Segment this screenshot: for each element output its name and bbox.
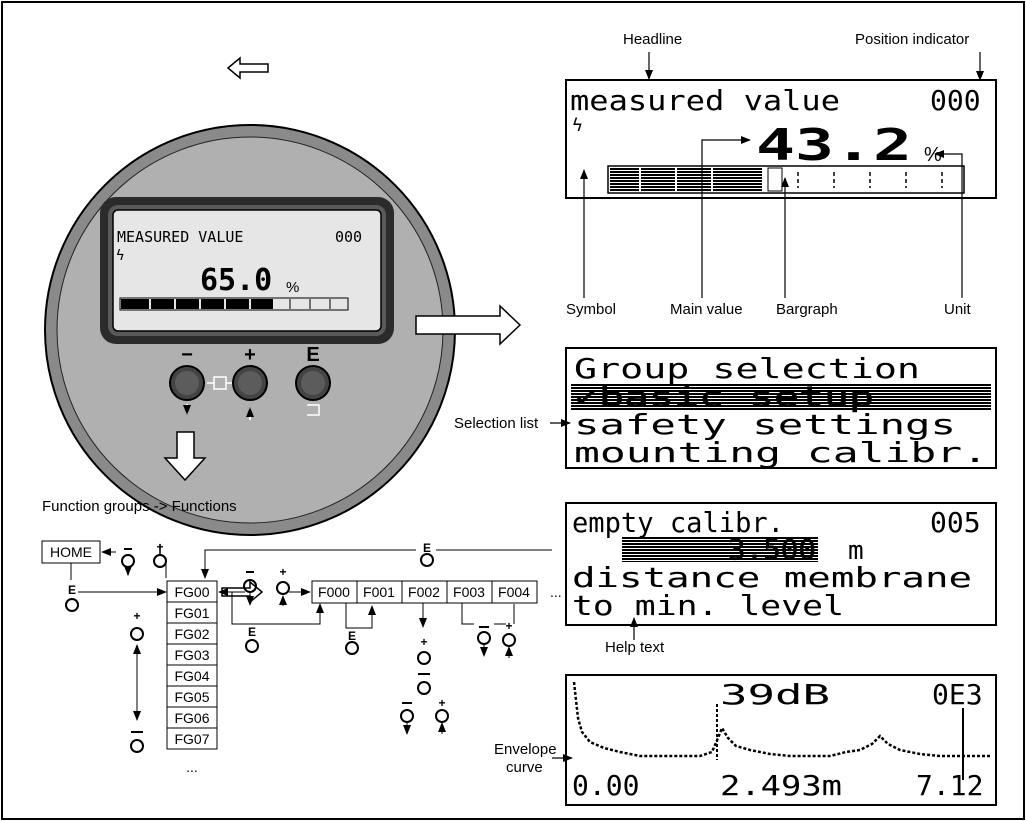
main-value-callout: Main value [670,301,743,318]
help-line3: distance membrane [572,561,972,594]
f003-nav-icon: + [477,619,516,658]
f002-bottom-icons: + [400,696,449,735]
enter-fg-icon: E [245,625,259,653]
display-position: 000 [930,84,981,117]
display-help: empty calibr. 005 3.500 m distance membr… [565,502,997,656]
fg-ellipsis: ... [186,759,198,775]
svg-text:FG00: FG00 [174,584,209,600]
selection-item-safety-settings[interactable]: safety settings [574,408,956,441]
svg-text:+: + [133,609,140,623]
svg-text:+: + [438,696,445,710]
svg-text:−: − [181,344,193,366]
help-value[interactable]: 3.500 [728,533,817,567]
svg-text:FG06: FG06 [174,710,209,726]
vertical-nav-icon: + [130,609,144,753]
svg-text:+: + [279,565,286,579]
rotate-arrow-top-icon [226,56,269,80]
envelope-x-mid: 2.493m [720,769,842,802]
f002-nav-icon: + [417,603,431,695]
plus-step-icon: + [153,540,167,578]
help-text-callout: Help text [605,639,665,656]
display-envelope: 39dB 0E3 0.00 2.493m 7.12 Envelope curve [494,674,997,806]
envelope-x-start: 0.00 [572,769,639,802]
device-lcd-unit: % [286,279,299,296]
svg-text:F000: F000 [318,584,350,600]
minus-key[interactable]: − [169,344,205,415]
svg-text:E: E [68,583,76,597]
minus-step-icon [121,548,135,576]
svg-text:FG04: FG04 [174,668,209,684]
home-label: HOME [50,544,92,560]
selection-list-callout: Selection list [454,415,539,432]
envelope-code: 0E3 [932,678,983,711]
svg-text:FG07: FG07 [174,731,209,747]
f-ellipsis: ... [550,584,562,600]
svg-text:FG01: FG01 [174,605,209,621]
svg-text:E: E [423,541,431,555]
svg-text:FG03: FG03 [174,647,209,663]
menu-title: Function groups -> Functions [42,498,237,515]
envelope-db: 39dB [720,678,830,711]
enter-key[interactable]: E [295,344,331,416]
enter-f-icon: E [345,629,359,655]
svg-text:+: + [420,635,427,649]
svg-text:F004: F004 [498,584,530,600]
enter-icon [307,404,320,416]
svg-text:F001: F001 [363,584,395,600]
device-lcd-value: 65.0 [200,263,272,298]
selection-item-basic-setup[interactable]: ✓basic setup [574,380,875,414]
menu-diagram: Function groups -> Functions HOME + E FG… [41,498,562,775]
display-selection: Group selection ✓basic setup safety sett… [454,347,997,469]
help-unit: m [848,536,864,566]
svg-text:F003: F003 [453,584,485,600]
bargraph-callout: Bargraph [776,301,838,318]
help-line4: to min. level [572,589,844,622]
f-box-4[interactable] [491,580,538,604]
display-symbol: ϟ [572,115,583,136]
display-main-value: 43.2 [756,120,912,171]
functions-row: F000 F001 F002 F003 F004 ... [311,580,562,604]
display-headline: measured value [570,84,840,117]
device-lcd-bargraph [119,297,349,311]
svg-text:+: + [505,619,512,633]
svg-text:E: E [306,344,319,366]
envelope-curve-callout-2: curve [506,759,543,776]
svg-text:FG02: FG02 [174,626,209,642]
arrow-to-menu-icon [163,431,207,482]
fg-box-7[interactable] [166,727,218,750]
display-main: Headline Position indicator measured val… [565,31,997,318]
symbol-callout: Symbol [566,301,616,318]
svg-text:FG05: FG05 [174,689,209,705]
device-housing: MEASURED VALUE 000 ϟ 65.0 % − + [44,56,456,604]
function-groups: FG00 FG01 FG02 FG03 FG04 FG05 FG06 FG07 … [166,580,218,775]
headline-callout: Headline [623,31,682,48]
minus-fg-icon [243,571,257,606]
display-bargraph [607,165,965,194]
device-lcd-position: 000 [335,228,362,246]
plus-fg-icon: + [276,565,290,606]
help-position: 005 [930,506,981,539]
arrow-to-display-icon [415,304,522,346]
envelope-x-end: 7.12 [916,769,983,802]
enter-step-icon: E [65,583,79,612]
unit-callout: Unit [944,301,972,318]
escape-combo-icon [207,376,232,390]
selection-item-mounting-calibr[interactable]: mounting calibr. [574,436,988,469]
plus-key[interactable]: + [232,344,268,420]
envelope-curve [572,681,990,758]
svg-text:+: + [244,344,256,366]
device-lcd-symbol: ϟ [116,248,124,264]
selection-title: Group selection [574,352,920,385]
enter-return-icon: E [416,540,436,568]
svg-text:E: E [248,625,256,639]
envelope-curve-callout: Envelope [494,741,557,758]
help-title: empty calibr. [572,506,784,539]
svg-text:F002: F002 [408,584,440,600]
position-indicator-callout: Position indicator [855,31,969,48]
device-lcd-line1: MEASURED VALUE [117,228,243,246]
svg-text:E: E [348,629,356,643]
display-unit: % [924,144,942,166]
